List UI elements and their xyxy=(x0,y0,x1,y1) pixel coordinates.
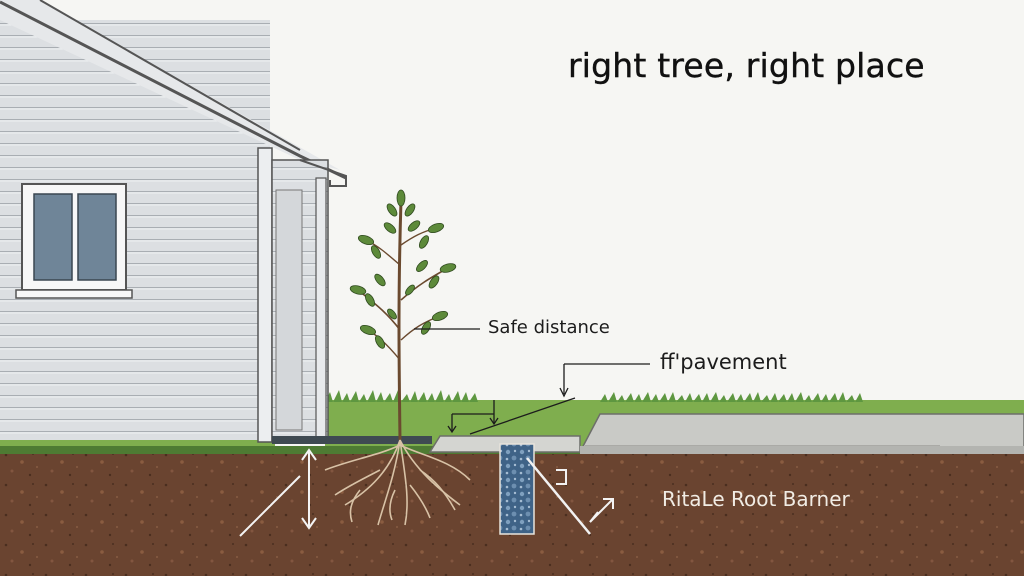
page-title: right tree, right place xyxy=(568,46,925,85)
root-barrier-icon xyxy=(499,443,591,535)
house-icon xyxy=(0,0,432,444)
root-barrier-label: RitaLe Root Barner xyxy=(662,487,850,511)
tree-roots xyxy=(324,439,471,526)
pavement-label: ff'pavement xyxy=(660,350,787,374)
arrow-icon xyxy=(239,448,614,537)
tree-icon xyxy=(349,189,457,441)
safe-distance-label: Safe distance xyxy=(488,317,610,338)
leader-lines xyxy=(414,328,650,435)
